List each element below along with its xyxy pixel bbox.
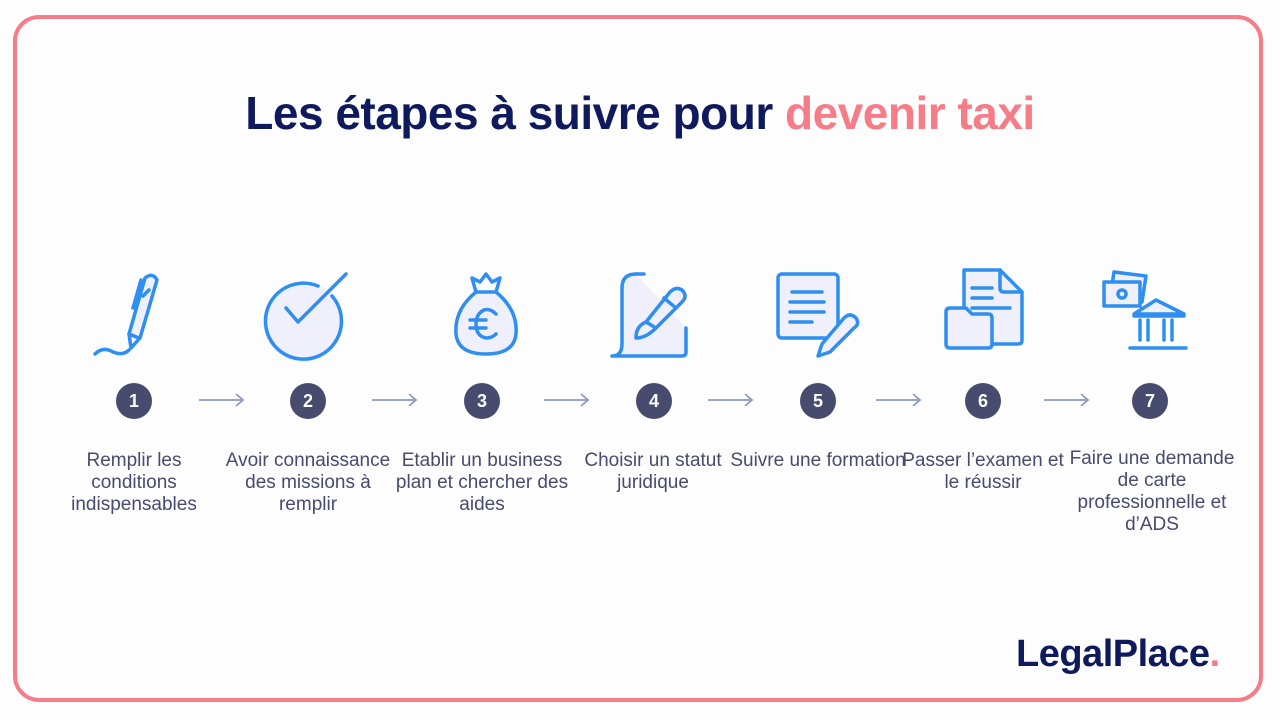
euro-money-bag-icon	[436, 266, 536, 366]
document-pencil-icon	[772, 266, 872, 366]
step-1-label: Remplir les conditions indispensables	[71, 450, 197, 515]
title-main: Les étapes à suivre pour	[245, 87, 786, 139]
arrow-right-icon	[1044, 393, 1090, 407]
logo-text: LegalPlace	[1016, 633, 1210, 675]
step-5-badge: 5	[800, 383, 836, 419]
title-accent: devenir taxi	[785, 87, 1035, 139]
step-6-label: Passer l’examen et le réussir	[902, 450, 1064, 493]
step-4-label: Choisir un statut juridique	[584, 450, 722, 493]
page-title: Les étapes à suivre pour devenir taxi	[0, 86, 1280, 140]
step-2-label: Avoir connaissance des missions à rempli…	[225, 450, 391, 515]
document-pen-icon	[606, 266, 706, 366]
money-bank-icon	[1100, 266, 1200, 366]
step-3-label: Etablir un business plan et chercher des…	[395, 450, 569, 515]
arrow-right-icon	[708, 393, 754, 407]
checkmark-circle-icon	[258, 266, 358, 366]
legalplace-logo: LegalPlace.	[1016, 633, 1220, 676]
step-1-badge: 1	[116, 383, 152, 419]
step-6-badge: 6	[965, 383, 1001, 419]
step-4-badge: 4	[636, 383, 672, 419]
logo-dot: .	[1209, 633, 1221, 675]
arrow-right-icon	[544, 393, 590, 407]
step-3-badge: 3	[464, 383, 500, 419]
pen-signature-icon	[85, 266, 185, 366]
step-5-label: Suivre une formation	[730, 450, 906, 471]
step-7-badge: 7	[1132, 383, 1168, 419]
arrow-right-icon	[199, 393, 245, 407]
card-frame	[13, 15, 1263, 702]
arrow-right-icon	[372, 393, 418, 407]
file-folder-icon	[938, 266, 1038, 366]
step-7-label: Faire une demande de carte professionnel…	[1069, 448, 1235, 535]
arrow-right-icon	[876, 393, 922, 407]
step-2-badge: 2	[290, 383, 326, 419]
